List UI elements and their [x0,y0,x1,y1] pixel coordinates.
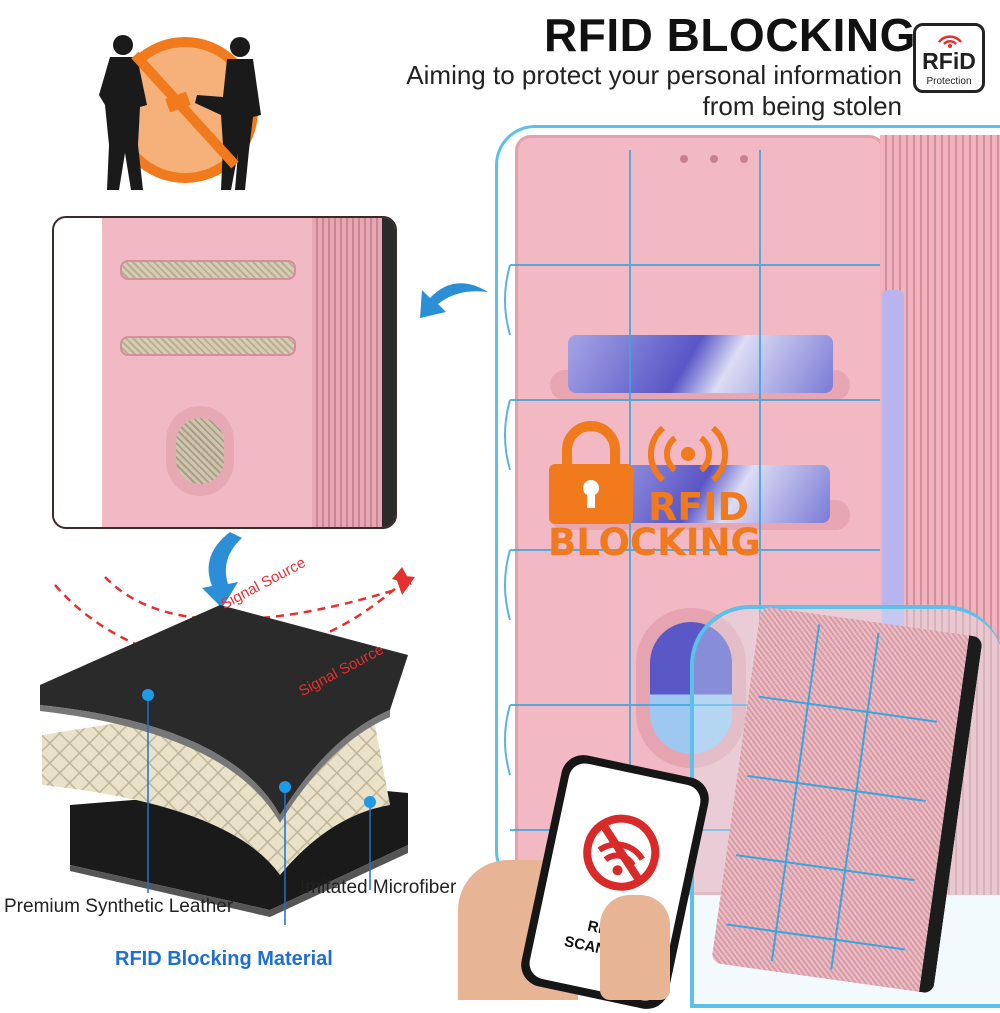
pointer-dot-3 [364,796,376,808]
stitch-dots [680,155,760,165]
no-wifi-icon [583,814,660,891]
arrow-left-icon [420,283,488,318]
rfid-layer [40,605,408,815]
overlay-blocking-text: BLOCKING [548,521,761,564]
phone-edge [382,218,395,527]
phone-screen: RFID SCANNER [526,760,704,1004]
wifi-signal-icon [938,35,962,48]
anti-theft-icon [99,35,261,190]
page-title: RFID BLOCKING [544,9,916,61]
leather-label: Premium Synthetic Leather [4,896,234,917]
thumb [600,895,670,1000]
microfiber-label: Imitated Microfiber [300,877,457,898]
phone: RFID SCANNER [517,750,713,1013]
phone-peek [882,290,904,630]
lock-icon [549,421,729,524]
pointer-dot-1 [142,689,154,701]
pointer-dot-2 [279,781,291,793]
card-slot-detail [52,216,397,529]
card-slot-1 [120,260,296,280]
closed-wallet [711,606,983,994]
badge-sub-label: Protection [926,76,972,87]
leather-layer-edge [70,845,408,917]
signal-arrow-2 [392,567,412,585]
stitched-spine [312,218,382,527]
closed-wallet-grid [726,624,937,970]
rfid-protection-badge: RFiD Protection [913,23,985,93]
tagline-line-2: from being stolen [702,91,902,121]
tagline-line-1: Aiming to protect your personal informat… [406,60,902,90]
badge-main-label: RFiD [922,48,976,74]
rfid-material-label: RFID Blocking Material [115,948,333,970]
layer-diagram [40,567,415,925]
white-edge [54,218,102,527]
overlay-rfid-text: RFID [648,485,749,529]
arrow-down-icon [202,532,242,608]
rfid-layer-edge [40,705,390,823]
id-window [176,418,224,484]
card-slot-2 [120,336,296,356]
signal-line-2 [104,576,396,621]
card-upper [568,335,833,393]
